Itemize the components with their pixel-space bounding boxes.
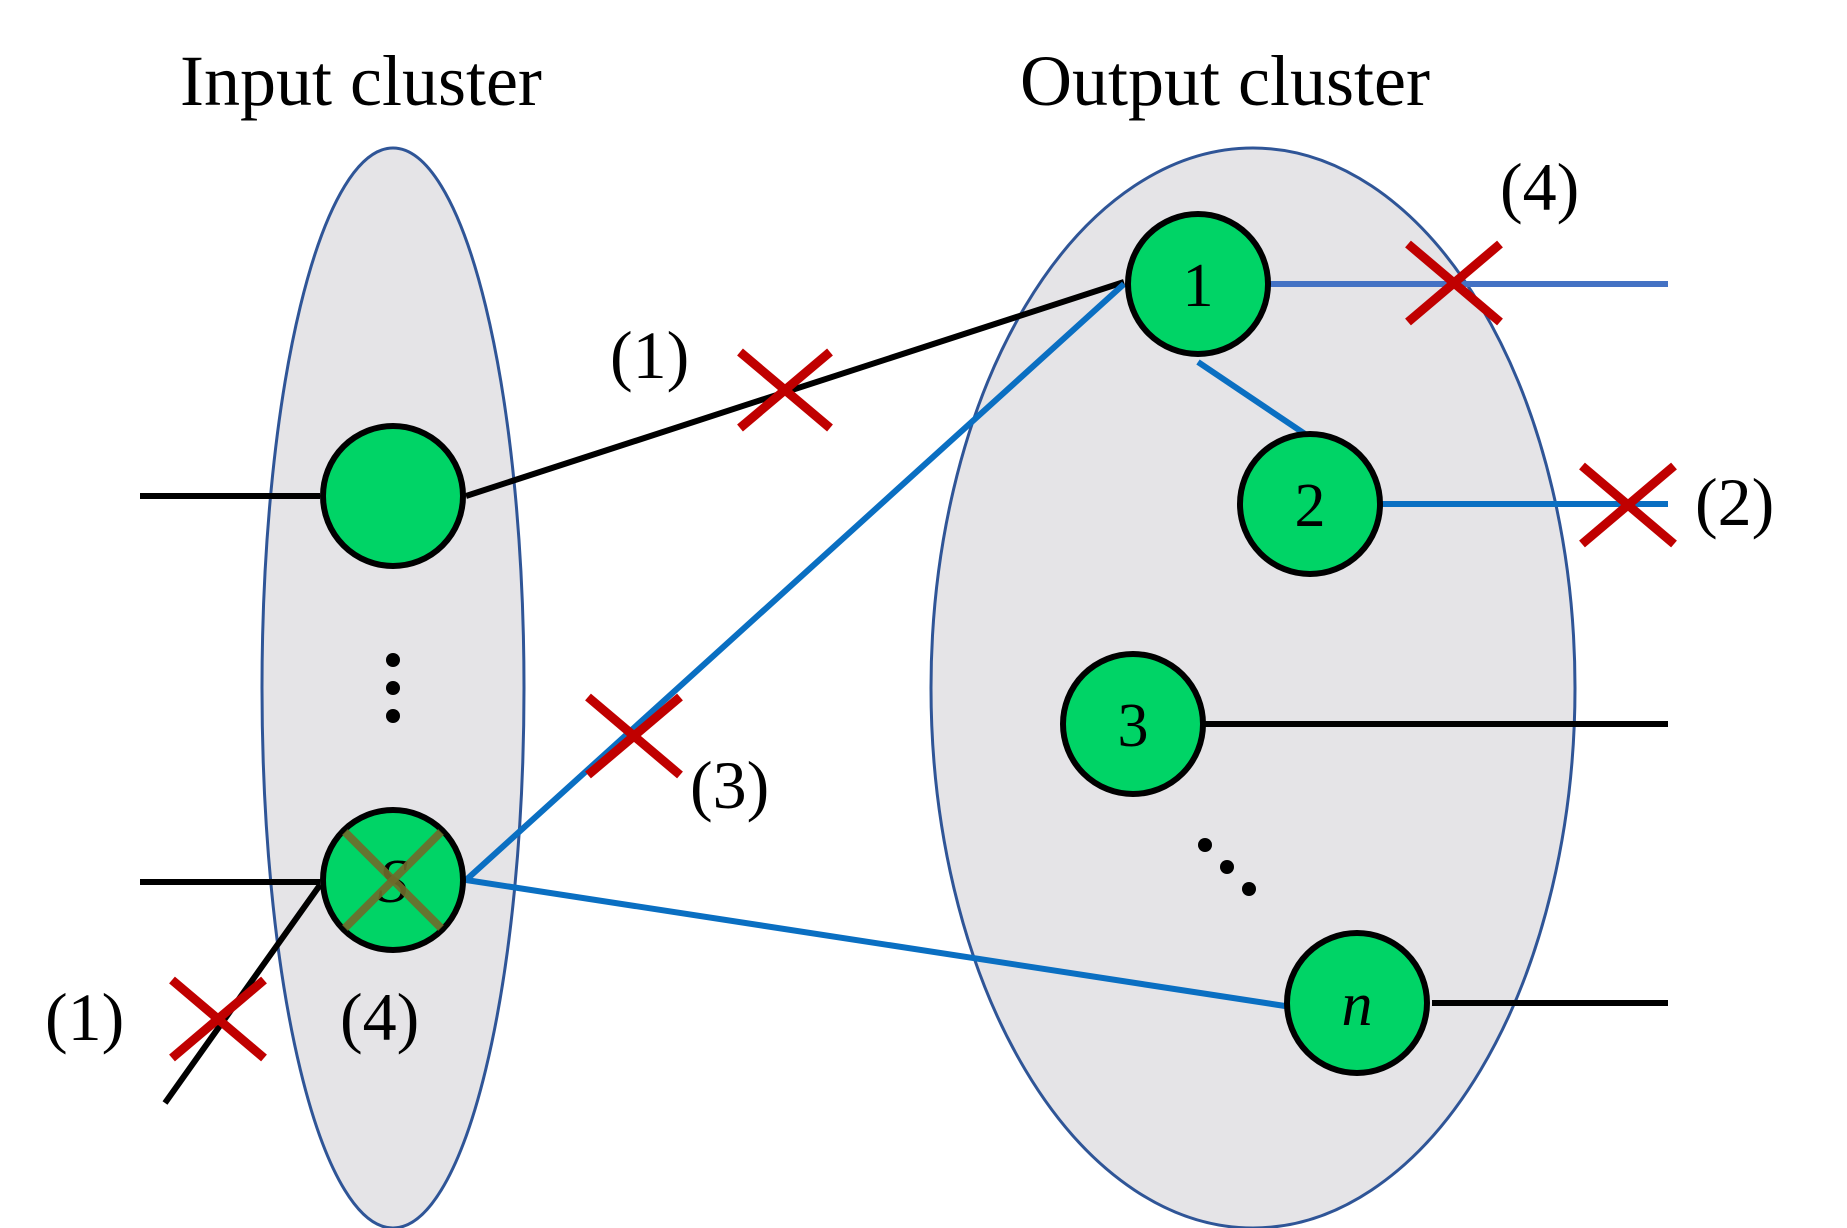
- fault-label-link-left: (1): [45, 979, 124, 1055]
- output-node-n: [1284, 930, 1430, 1076]
- fault-cross-link-s-to-1: [585, 693, 683, 779]
- fault-cross-node-2-output: [1579, 462, 1677, 548]
- fault-label-node-s: (4): [340, 979, 419, 1055]
- input-cluster-title: Input cluster: [180, 41, 542, 121]
- output-node-2-label: 2: [1295, 472, 1326, 540]
- link-input-top-to-node-1: [465, 279, 1125, 499]
- output-cluster-title: Output cluster: [1020, 41, 1430, 121]
- output-node-1-label: 1: [1183, 252, 1214, 320]
- fault-cross-node-1-output: [1405, 240, 1503, 326]
- output-node-1: [1125, 211, 1271, 357]
- link-node-1-to-node-2: [1196, 359, 1307, 437]
- fault-cross-link-top: [737, 348, 833, 432]
- fault-label-node-1-output: (4): [1500, 149, 1579, 225]
- output-nodes-ellipsis: [1198, 838, 1256, 896]
- output-node-3-label: 3: [1118, 692, 1149, 760]
- output-node-n-label: n: [1342, 971, 1373, 1039]
- output-node-2: [1237, 431, 1383, 577]
- link-s-to-node-n: [465, 877, 1286, 1009]
- output-node-3: [1060, 651, 1206, 797]
- fault-label-node-2-output: (2): [1695, 464, 1774, 540]
- fault-cross-link-left: [169, 976, 267, 1062]
- fault-label-link-s-to-1: (3): [690, 747, 769, 823]
- node-s-failure-cross: [342, 829, 444, 931]
- input-node-top: [320, 423, 466, 569]
- fault-label-link-top: (1): [610, 317, 689, 393]
- input-nodes-ellipsis: [386, 653, 400, 723]
- link-s-to-node-1: [463, 281, 1127, 883]
